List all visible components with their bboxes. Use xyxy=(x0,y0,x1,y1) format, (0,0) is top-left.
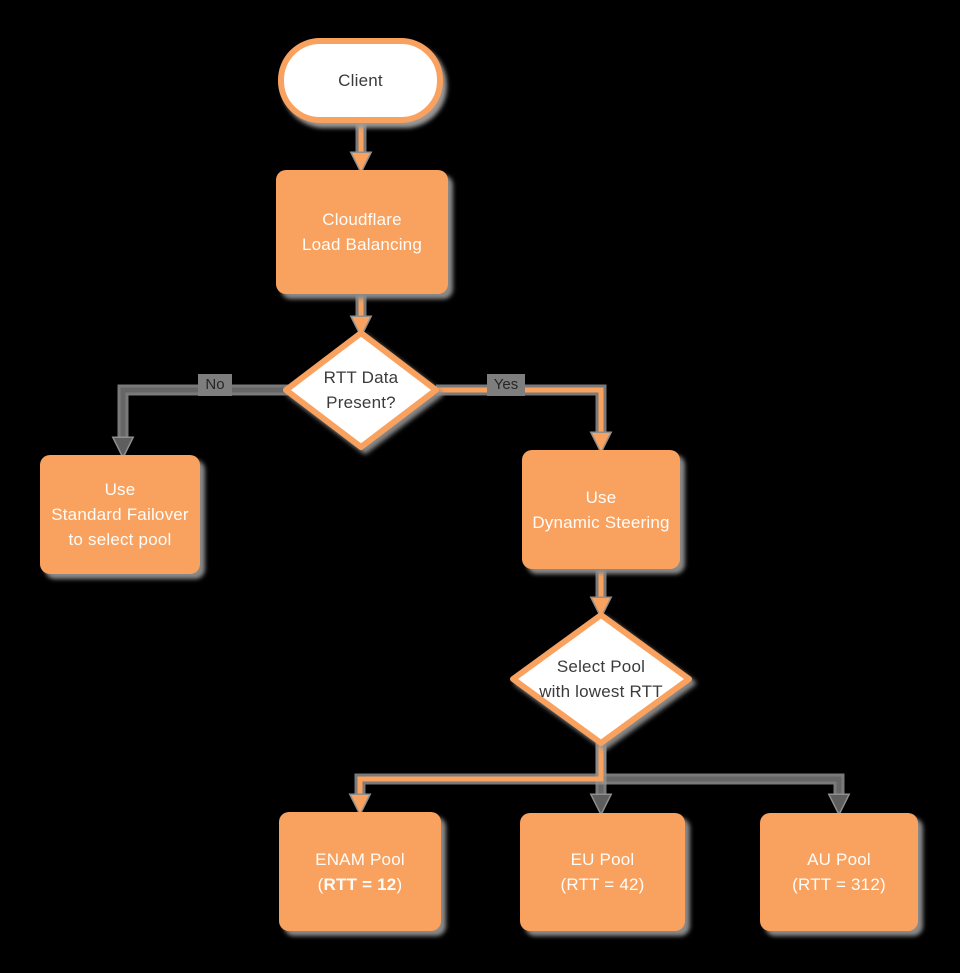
standard-failover-line1: Use xyxy=(104,480,136,499)
enam-rtt-value: RTT = 12 xyxy=(323,874,397,894)
client-label: Client xyxy=(338,71,383,90)
arrowhead-lb-to-decision xyxy=(349,315,373,339)
arrowhead-au-pool xyxy=(827,793,851,817)
enam-pool-line1: ENAM Pool xyxy=(315,849,405,869)
eu-pool-line1: EU Pool xyxy=(570,850,635,869)
edge-label-yes: Yes xyxy=(487,374,525,396)
edge-no-connector xyxy=(111,384,288,460)
edge-au-pool-connector xyxy=(601,773,851,817)
arrowhead-yes xyxy=(589,431,613,455)
enam-pool-line2: (RTT = 12) xyxy=(318,872,403,897)
enam-paren-close: ) xyxy=(396,874,403,894)
node-select-pool-label: Select Pool with lowest RTT xyxy=(513,651,689,707)
dynamic-steering-line1: Use xyxy=(585,487,617,507)
au-pool-line1: AU Pool xyxy=(807,850,871,869)
node-eu-pool: EU Pool (RTT = 42) xyxy=(520,813,685,931)
load-balancer-line2: Load Balancing xyxy=(301,235,422,254)
node-enam-pool: ENAM Pool (RTT = 12) xyxy=(279,812,441,931)
load-balancer-line1: Cloudflare xyxy=(322,210,402,229)
edge-steering-to-select-connector xyxy=(589,570,613,620)
enam-paren-open: ( xyxy=(317,874,324,894)
node-load-balancer: Cloudflare Load Balancing xyxy=(276,170,448,294)
eu-pool-line2: (RTT = 42) xyxy=(560,875,645,894)
node-standard-failover: Use Standard Failover to select pool xyxy=(40,455,200,574)
node-rtt-decision-label: RTT Data Present? xyxy=(286,362,436,418)
rtt-decision-diamond xyxy=(283,330,439,450)
node-au-pool: AU Pool (RTT = 312) xyxy=(760,813,918,931)
arrowhead-eu-pool xyxy=(589,793,613,817)
au-pool-line2: (RTT = 312) xyxy=(792,875,886,894)
edge-client-to-lb-connector xyxy=(349,118,373,175)
node-client: Client xyxy=(278,38,443,123)
rtt-decision-line1: RTT Data xyxy=(323,368,399,387)
node-dynamic-steering: Use Dynamic Steering xyxy=(522,450,680,569)
arrowhead-client-to-lb xyxy=(349,151,373,175)
standard-failover-line2: Standard Failover xyxy=(51,505,189,524)
select-pool-line2: with lowest RTT xyxy=(539,682,663,701)
select-pool-diamond xyxy=(510,612,692,746)
arrowhead-steering-to-select xyxy=(589,596,613,620)
arrowhead-enam-pool xyxy=(348,793,372,817)
edge-lb-to-decision-connector xyxy=(349,294,373,339)
edge-label-no: No xyxy=(198,374,232,396)
standard-failover-line3: to select pool xyxy=(68,530,172,549)
edge-yes-connector xyxy=(436,384,613,455)
arrowhead-no xyxy=(111,436,135,460)
select-pool-line1: Select Pool xyxy=(556,657,646,676)
rtt-decision-line2: Present? xyxy=(326,393,396,412)
edge-enam-pool-connector xyxy=(348,743,607,817)
dynamic-steering-line2: Dynamic Steering xyxy=(532,512,670,532)
